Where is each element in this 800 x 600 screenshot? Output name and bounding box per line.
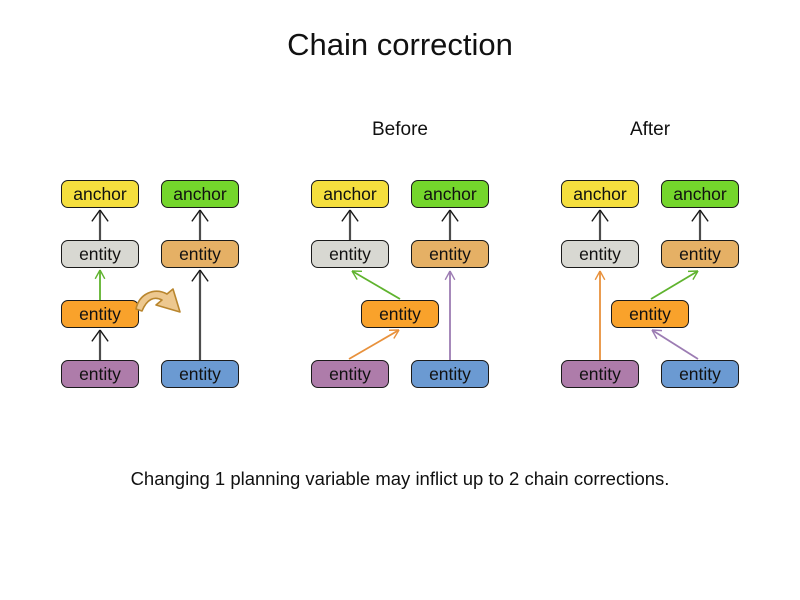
anchor-box: anchor — [661, 180, 739, 208]
arrow-head — [91, 209, 101, 222]
arrow-head — [651, 329, 663, 332]
entity-box: entity — [61, 360, 139, 388]
entity-box: entity — [661, 240, 739, 268]
entity-box: entity — [61, 300, 139, 328]
arrow-head — [441, 209, 451, 222]
entity-box: entity — [411, 360, 489, 388]
arrow-head — [99, 329, 109, 342]
move-curved-arrow — [135, 288, 181, 313]
arrow-head — [99, 209, 109, 222]
entity-box: entity — [61, 240, 139, 268]
arrow-head — [691, 209, 701, 222]
after-label: After — [629, 119, 671, 140]
before-label: Before — [372, 119, 428, 140]
arrow-head — [393, 329, 400, 339]
entity-box: entity — [161, 360, 239, 388]
arrow-head — [699, 209, 709, 222]
arrow-head — [191, 269, 201, 282]
arrow-head — [351, 270, 358, 280]
arrow-shaft — [650, 270, 699, 300]
arrow-head — [341, 209, 351, 222]
arrow-head — [599, 209, 609, 222]
arrow-head — [91, 329, 101, 342]
caption-text: Changing 1 planning variable may inflict… — [130, 468, 670, 489]
entity-box: entity — [311, 360, 389, 388]
arrow-shaft — [651, 329, 699, 360]
arrow-head — [199, 269, 209, 282]
arrow-head — [191, 209, 201, 222]
entity-box: entity — [361, 300, 439, 328]
entity-box: entity — [661, 360, 739, 388]
arrow-shaft — [348, 329, 400, 360]
entity-box: entity — [161, 240, 239, 268]
arrow-head — [199, 209, 209, 222]
anchor-box: anchor — [311, 180, 389, 208]
anchor-box: anchor — [561, 180, 639, 208]
entity-box: entity — [311, 240, 389, 268]
entity-box: entity — [611, 300, 689, 328]
arrow-head — [449, 209, 459, 222]
page-title: Chain correction — [287, 27, 513, 62]
arrow-head — [449, 270, 456, 281]
arrow-head — [651, 329, 658, 340]
arrow-head — [94, 269, 101, 280]
arrow-head — [444, 270, 451, 281]
arrow-head — [349, 209, 359, 222]
anchor-box: anchor — [61, 180, 139, 208]
arrow-head — [594, 270, 601, 281]
arrow-head — [99, 269, 106, 280]
arrow-shaft — [351, 270, 401, 300]
entity-box: entity — [561, 360, 639, 388]
arrow-head — [591, 209, 601, 222]
anchor-box: anchor — [411, 180, 489, 208]
entity-box: entity — [561, 240, 639, 268]
entity-box: entity — [411, 240, 489, 268]
anchor-box: anchor — [161, 180, 239, 208]
arrow-head — [692, 270, 699, 280]
arrow-head — [599, 270, 606, 281]
